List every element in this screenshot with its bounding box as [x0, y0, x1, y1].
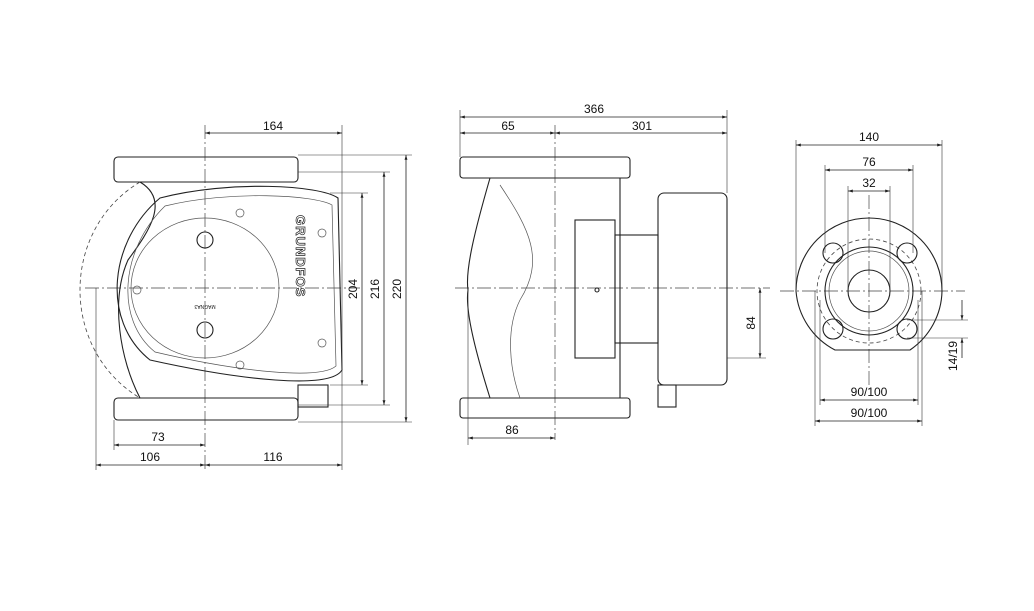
- side-view: 366 65 301 86 84: [455, 102, 770, 445]
- grundfos-logo: GRUNDFOS: [293, 215, 308, 297]
- dim-14-19: 14/19: [946, 341, 960, 371]
- dim-140: 140: [859, 130, 879, 144]
- dim-216: 216: [368, 279, 382, 299]
- dim-90-100-a: 90/100: [851, 385, 888, 399]
- dim-84: 84: [744, 316, 758, 330]
- dim-76: 76: [862, 155, 876, 169]
- dim-164: 164: [263, 119, 283, 133]
- dim-90-100-b: 90/100: [851, 406, 888, 420]
- dim-204: 204: [346, 279, 360, 299]
- dim-65: 65: [501, 119, 515, 133]
- end-view: 140 76 32 90/100 90/100 14/19: [780, 130, 968, 426]
- dim-86: 86: [505, 423, 519, 437]
- model-label: MAGNA3: [194, 303, 215, 309]
- dim-366: 366: [584, 102, 604, 116]
- dim-106: 106: [140, 450, 160, 464]
- dim-116: 116: [263, 450, 282, 464]
- dim-301: 301: [632, 119, 652, 133]
- dim-32: 32: [862, 176, 876, 190]
- dim-73: 73: [151, 430, 165, 444]
- front-view: GRUNDFOS MAGNA3 164 73 106 116 204 216 2…: [79, 119, 412, 470]
- dim-220: 220: [390, 279, 404, 299]
